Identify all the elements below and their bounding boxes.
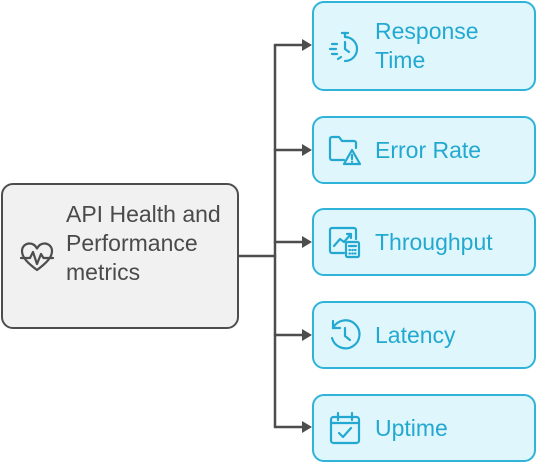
root-node: API Health and Performance metrics	[1, 183, 239, 329]
stopwatch-icon	[328, 30, 362, 64]
branch-label: Error Rate	[375, 137, 482, 163]
folder-warning-icon	[328, 133, 362, 167]
arrowhead-error-rate	[302, 144, 312, 156]
arrowhead-uptime	[302, 421, 312, 433]
arrowhead-response-time	[302, 39, 312, 51]
branch-error-rate: Error Rate	[312, 116, 536, 184]
branch-response-time: Response Time	[312, 1, 536, 91]
branch-throughput: Throughput	[312, 208, 536, 276]
arrowhead-throughput	[302, 236, 312, 248]
branch-label: Response Time	[375, 18, 479, 73]
branch-label: Throughput	[375, 229, 493, 255]
branch-label: Latency	[375, 322, 456, 348]
chart-calculator-icon	[328, 225, 362, 259]
arrowhead-latency	[302, 329, 312, 341]
clock-icon	[328, 318, 362, 352]
calendar-check-icon	[328, 411, 362, 445]
branch-uptime: Uptime	[312, 394, 536, 462]
root-label: API Health and Performance metrics	[66, 201, 221, 285]
branch-latency: Latency	[312, 301, 536, 369]
branch-label: Uptime	[375, 415, 448, 441]
heart-pulse-icon	[19, 241, 55, 273]
